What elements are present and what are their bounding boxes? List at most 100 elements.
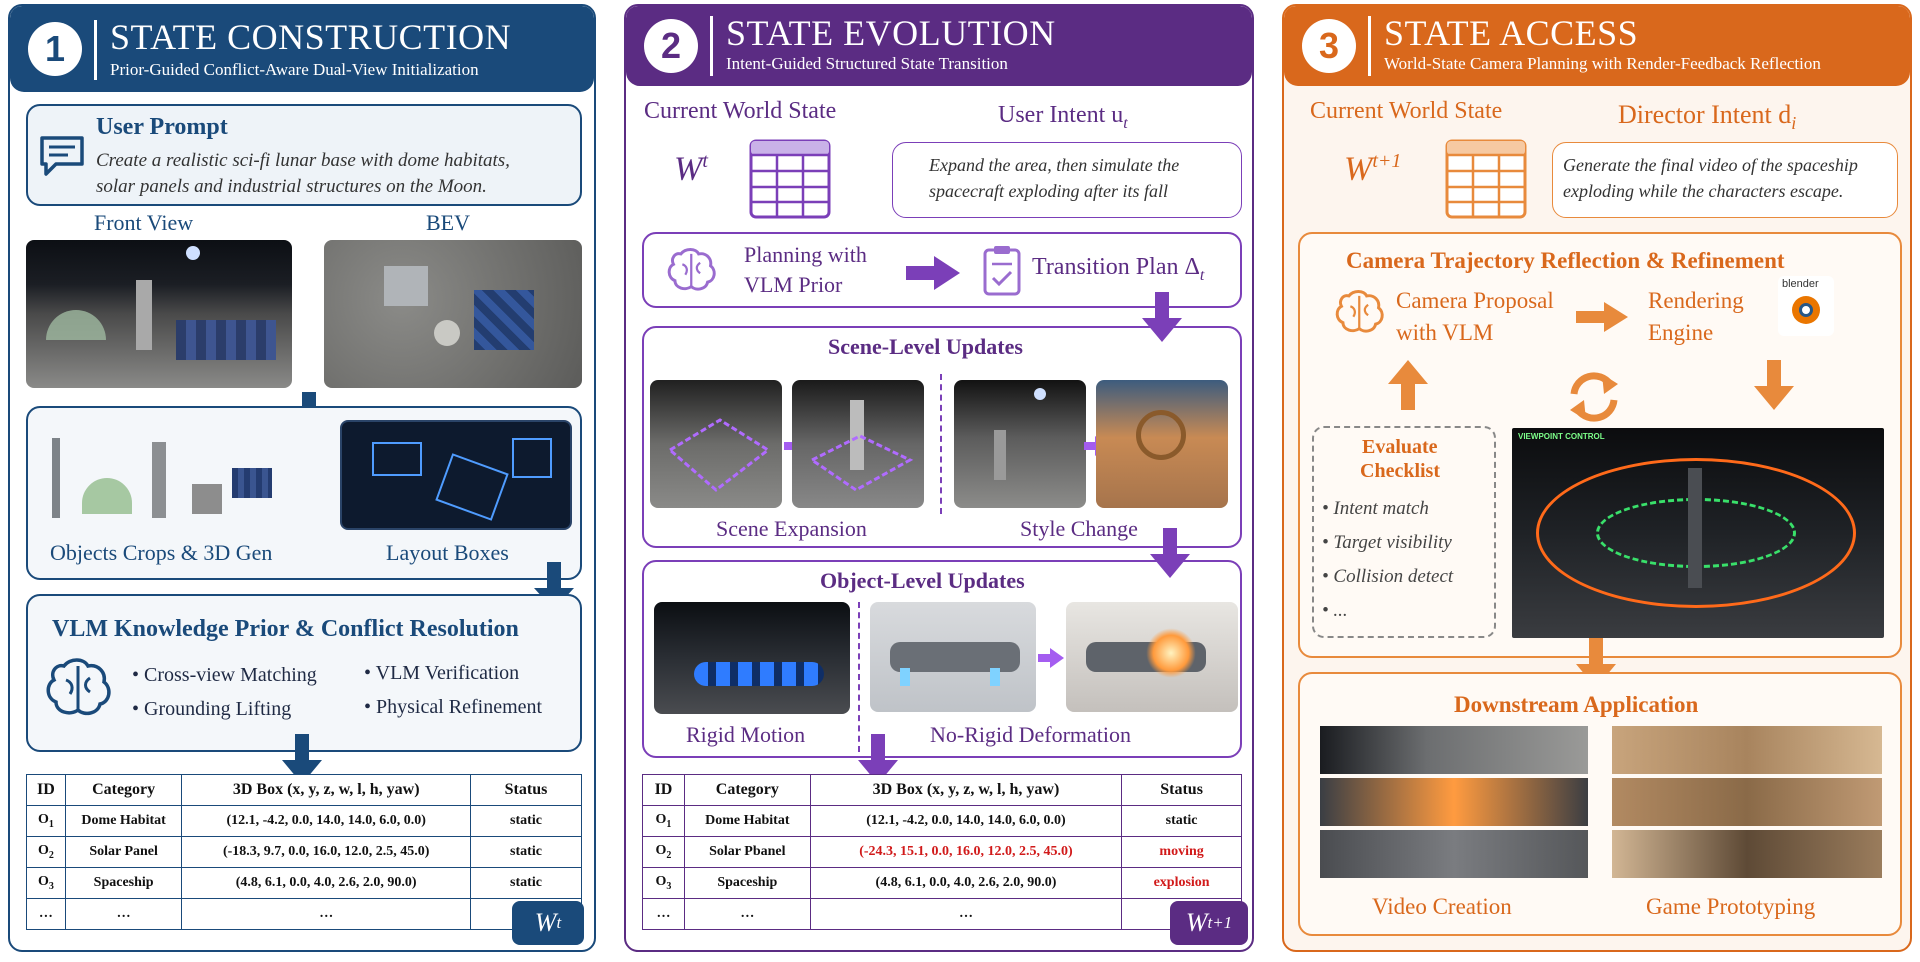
- bullet-vlm-verification: VLM Verification: [364, 656, 542, 690]
- table-cell: (4.8, 6.1, 0.0, 4.0, 2.6, 2.0, 90.0): [809, 867, 1123, 899]
- game-prototyping-label: Game Prototyping: [1646, 894, 1816, 919]
- checklist-item: Target visibility: [1322, 526, 1453, 560]
- right-arrow-icon: [906, 256, 960, 290]
- table-cell: (4.8, 6.1, 0.0, 4.0, 2.6, 2.0, 90.0): [181, 867, 471, 899]
- panel3-header: 3 STATE ACCESS World-State Camera Planni…: [1284, 6, 1910, 86]
- panel2-title: STATE EVOLUTION: [726, 13, 1056, 53]
- user-intent-line1: Expand the area, then simulate the: [929, 155, 1180, 175]
- table-cell: …: [809, 898, 1123, 930]
- checklist-item: Collision detect: [1322, 560, 1453, 594]
- planning-line1: Planning with: [744, 242, 867, 267]
- table-cell: (12.1, -4.2, 0.0, 14.0, 14.0, 6.0, 0.0): [181, 805, 471, 837]
- bullet-grounding: Grounding Lifting: [132, 692, 317, 726]
- blender-logo: blender: [1778, 276, 1834, 336]
- scene-after-image: [792, 380, 924, 508]
- style-change-label: Style Change: [1020, 516, 1138, 541]
- down-arrow-icon: [858, 734, 898, 784]
- panel2-header: 2 STATE EVOLUTION Intent-Guided Structur…: [626, 6, 1252, 86]
- front-view-image: [26, 240, 292, 388]
- down-arrow-icon: [1142, 292, 1182, 342]
- table-cell: explosion: [1121, 867, 1242, 899]
- table-cell: …: [683, 898, 811, 930]
- right-arrow-icon: [1576, 302, 1628, 332]
- scene-level-title: Scene-Level Updates: [828, 334, 1023, 359]
- table-cell-id: O2: [642, 836, 685, 868]
- brain-icon: [1335, 290, 1384, 333]
- table-cell: Dome Habitat: [683, 805, 811, 837]
- table-cell: Spaceship: [64, 867, 183, 899]
- panel1-title: STATE CONSTRUCTION: [110, 17, 512, 57]
- checklist-item: ...: [1322, 594, 1453, 628]
- panel1-subtitle: Prior-Guided Conflict-Aware Dual-View In…: [110, 60, 479, 79]
- table-header-cell: 3D Box (x, y, z, w, l, h, yaw): [181, 774, 471, 806]
- step-number-3: 3: [1302, 19, 1356, 73]
- user-intent-box: Expand the area, then simulate the space…: [892, 142, 1242, 218]
- director-intent-box: Generate the final video of the spaceshi…: [1552, 142, 1898, 218]
- table-cell: static: [1121, 805, 1242, 837]
- table-cell-id: O2: [26, 836, 66, 868]
- deformation-after-image: [1066, 602, 1238, 712]
- brain-icon: [46, 658, 111, 716]
- table-row: ………: [642, 898, 1242, 930]
- layout-boxes-label: Layout Boxes: [386, 540, 509, 565]
- table-cell: Spaceship: [683, 867, 811, 899]
- vlm-knowledge-box: VLM Knowledge Prior & Conflict Resolutio…: [26, 594, 582, 752]
- layout-boxes-image: [340, 420, 572, 530]
- user-prompt-box: User Prompt Create a realistic sci-fi lu…: [26, 104, 582, 206]
- step-number-1: 1: [28, 22, 82, 76]
- table-cell: …: [181, 898, 471, 930]
- table-cell: Solar Pbanel: [683, 836, 811, 868]
- table-header-cell: Status: [1121, 774, 1242, 806]
- user-prompt-line2: solar panels and industrial structures o…: [96, 176, 487, 197]
- game-frame-1: [1612, 726, 1882, 774]
- panel-state-access: 3 STATE ACCESS World-State Camera Planni…: [1282, 4, 1912, 952]
- table-row: ………: [26, 898, 583, 930]
- style-before-image: [954, 380, 1086, 508]
- table-cell: (-24.3, 15.1, 0.0, 16.0, 12.0, 2.5, 45.0…: [809, 836, 1123, 868]
- brain-icon: [667, 248, 716, 291]
- bev-label: BEV: [426, 210, 470, 235]
- panel3-title: STATE ACCESS: [1384, 13, 1639, 53]
- user-intent-label: User Intent ut: [998, 102, 1128, 132]
- planning-box: Planning with VLM Prior Transition Plan …: [642, 232, 1242, 308]
- current-world-state-label: Current World State: [644, 98, 837, 124]
- video-frame-2: [1320, 778, 1588, 826]
- camera-proposal-line1: Camera Proposal: [1396, 288, 1554, 313]
- table-cell: (12.1, -4.2, 0.0, 14.0, 14.0, 6.0, 0.0): [809, 805, 1123, 837]
- table-icon: [749, 139, 831, 219]
- vlm-bullets-left: Cross-view Matching Grounding Lifting: [132, 658, 317, 726]
- transition-plan-label: Transition Plan Δt: [1032, 254, 1205, 284]
- table-cell: static: [469, 805, 583, 837]
- video-creation-label: Video Creation: [1372, 894, 1512, 919]
- director-intent-line1: Generate the final video of the spaceshi…: [1563, 155, 1858, 175]
- scene-level-box: Scene-Level Updates Scene Expansion Styl…: [642, 326, 1242, 548]
- table-cell-id: O3: [26, 867, 66, 899]
- table-cell: (-18.3, 9.7, 0.0, 16.0, 12.0, 2.5, 45.0): [181, 836, 471, 868]
- world-state-symbol: Wt: [674, 150, 708, 188]
- camera-proposal-line2: with VLM: [1396, 320, 1494, 345]
- table-cell: Dome Habitat: [64, 805, 183, 837]
- style-after-image: [1096, 380, 1228, 508]
- viewpoint-control-image: VIEWPOINT CONTROL: [1512, 428, 1884, 638]
- current-world-state-label: Current World State: [1310, 98, 1503, 124]
- checklist-items: Intent match Target visibility Collision…: [1322, 492, 1453, 628]
- camera-reflection-box: Camera Trajectory Reflection & Refinemen…: [1298, 232, 1902, 658]
- table-header-cell: Category: [683, 774, 811, 806]
- downstream-box: Downstream Application Video Creation Ga…: [1298, 672, 1902, 936]
- director-intent-line2: exploding while the characters escape.: [1563, 181, 1844, 201]
- panel1-header: 1 STATE CONSTRUCTION Prior-Guided Confli…: [10, 6, 594, 92]
- refresh-cycle-icon: [1570, 372, 1618, 422]
- user-intent-line2: spacecraft exploding after its fall: [929, 181, 1168, 201]
- rendering-engine-line2: Engine: [1648, 320, 1714, 345]
- table-cell: Solar Panel: [64, 836, 183, 868]
- camera-reflection-title: Camera Trajectory Reflection & Refinemen…: [1346, 248, 1785, 273]
- table-cell: static: [469, 867, 583, 899]
- vlm-knowledge-title: VLM Knowledge Prior & Conflict Resolutio…: [52, 616, 519, 642]
